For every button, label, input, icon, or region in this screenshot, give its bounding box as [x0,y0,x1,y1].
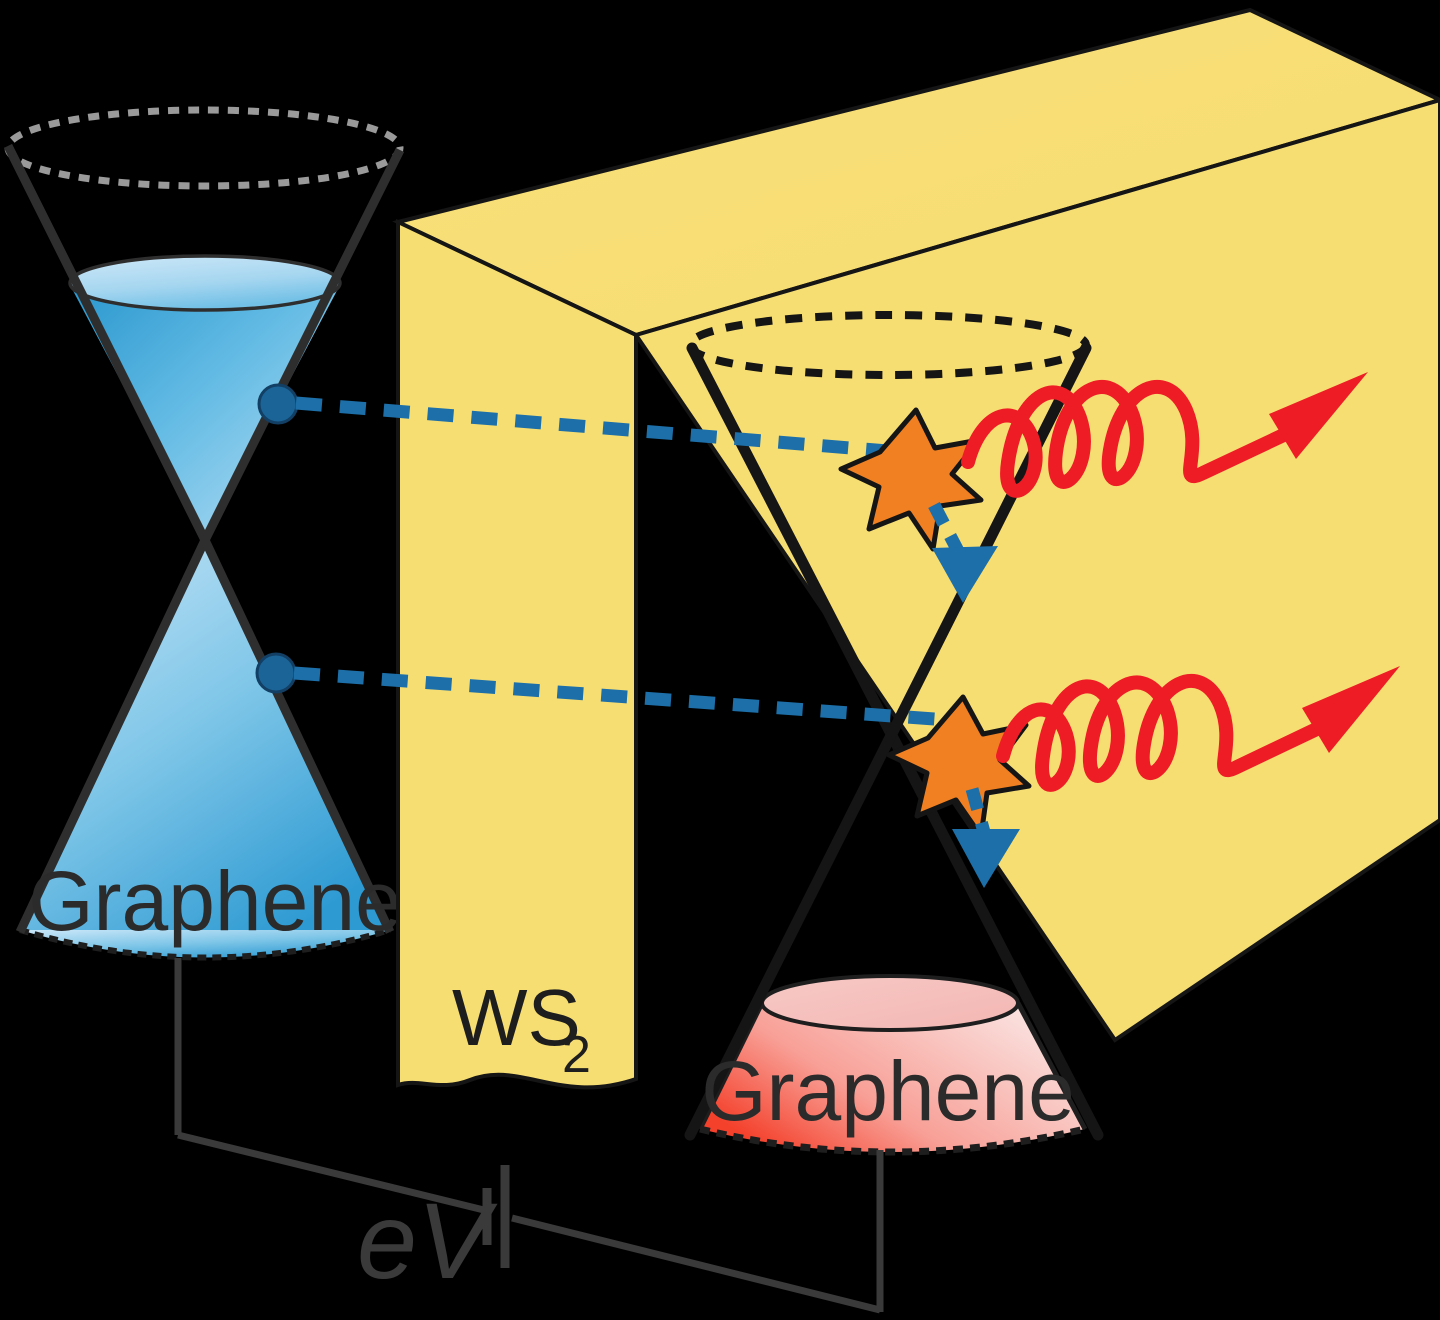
lower-cone-filled-region [20,540,390,930]
relaxation-arrow-shaft-lower [965,787,991,834]
slab-front-face [396,218,638,1090]
photon-wave-lower [996,674,1330,792]
relaxation-arrow-shaft-upper [928,501,964,555]
ws2-barrier-slab: WS 2 [392,7,1440,1090]
photon-arrowhead-lower [1302,666,1400,753]
graphene-right-label: Graphene [701,1044,1075,1138]
upper-cone-fermi-ellipse [68,254,342,312]
tunneling-dashed-line-upper [295,396,901,459]
graphene-left-label: Graphene [28,854,402,948]
emitted-photon-lower [996,666,1400,792]
slab-right-face [632,97,1440,1043]
right-cone-frustum-base-dashed [699,1125,1086,1156]
right-cone-frustum-top-ellipse [760,974,1020,1032]
circuit-wire-bottom-right [511,1214,881,1314]
bias-voltage-label: eV [357,1180,498,1301]
left-cone-outer-right-wall [199,147,405,934]
electron-marker-lower [255,652,297,694]
ws2-label: WS [452,973,581,1062]
circuit-wire-bottom-left [177,1131,493,1216]
relaxation-arrow-head-lower [952,829,1020,888]
graphene-dirac-cone-right [684,311,1104,1156]
photon-wave-upper [961,380,1297,498]
tunneling-dashed-line-lower [293,666,949,727]
electron-marker-upper [257,383,299,425]
emitted-photon-upper [961,372,1368,498]
graphene-dirac-cone-left: Graphene [3,106,405,961]
lower-cone-base-dashed-arc [19,927,391,961]
ws2-subscript: 2 [562,1026,591,1084]
tunneling-paths [293,396,949,727]
photon-arrowhead-upper [1269,372,1368,459]
frustum-right-edge [1015,1001,1088,1131]
bias-circuit: eV [174,958,884,1314]
lower-tunneling-transition [886,694,1032,888]
right-cone-line-down-left [684,342,1092,1141]
upper-cone-filled-region [70,285,340,540]
right-cone-frustum-body [700,1003,1085,1152]
relaxation-arrow-head-upper [932,546,998,603]
right-cone-line-down-right [686,342,1104,1141]
